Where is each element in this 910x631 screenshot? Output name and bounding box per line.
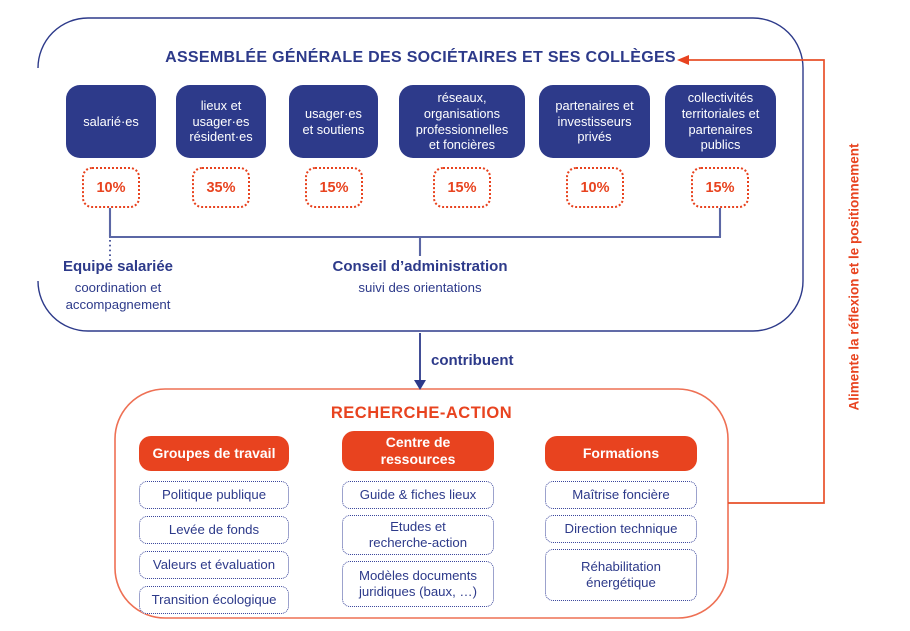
percent-badge-reseaux: 15% bbox=[433, 167, 491, 208]
colleges-connector-lines bbox=[108, 208, 722, 256]
item-modeles-documents-juridiques: Modèles documents juridiques (baux, …) bbox=[342, 561, 494, 607]
percent-badge-salaries: 10% bbox=[82, 167, 140, 208]
college-box-lieux-usagers: lieux et usager·es résident·es bbox=[176, 85, 266, 158]
college-box-salaries: salarié·es bbox=[66, 85, 156, 158]
college-box-partenaires-prives: partenaires et investisseurs privés bbox=[539, 85, 650, 158]
equipe-salariee-block: Equipe salariée coordination et accompag… bbox=[33, 258, 203, 313]
percent-badge-lieux-usagers: 35% bbox=[192, 167, 250, 208]
assembly-title: ASSEMBLÉE GÉNÉRALE DES SOCIÉTAIRES ET SE… bbox=[165, 49, 676, 66]
assembly-container-outline bbox=[37, 17, 804, 332]
contribuent-label: contribuent bbox=[431, 352, 514, 369]
percent-badge-partenaires-prives: 10% bbox=[566, 167, 624, 208]
item-direction-technique: Direction technique bbox=[545, 515, 697, 543]
college-box-reseaux: réseaux, organisations professionnelles … bbox=[399, 85, 525, 158]
feedback-loop-line bbox=[687, 59, 825, 504]
percent-badge-collectivites: 15% bbox=[691, 167, 749, 208]
college-box-collectivites: collectivités territoriales et partenair… bbox=[665, 85, 776, 158]
college-box-usagers-soutiens: usager·es et soutiens bbox=[289, 85, 378, 158]
contribuent-arrowhead bbox=[414, 380, 426, 390]
column-header-groupes-de-travail: Groupes de travail bbox=[139, 436, 289, 471]
item-politique-publique: Politique publique bbox=[139, 481, 289, 509]
item-maitrise-fonciere: Maîtrise foncière bbox=[545, 481, 697, 509]
percent-badge-usagers-soutiens: 15% bbox=[305, 167, 363, 208]
column-header-formations: Formations bbox=[545, 436, 697, 471]
item-levee-de-fonds: Levée de fonds bbox=[139, 516, 289, 544]
item-valeurs-evaluation: Valeurs et évaluation bbox=[139, 551, 289, 579]
recherche-action-title: RECHERCHE-ACTION bbox=[330, 404, 513, 422]
conseil-administration-subtitle: suivi des orientations bbox=[358, 279, 482, 295]
conseil-administration-title: Conseil d’administration bbox=[332, 258, 508, 275]
equipe-salariee-subtitle: coordination et accompagnement bbox=[65, 279, 171, 312]
equipe-salariee-title: Equipe salariée bbox=[62, 258, 174, 275]
item-guide-fiches-lieux: Guide & fiches lieux bbox=[342, 481, 494, 509]
item-transition-ecologique: Transition écologique bbox=[139, 586, 289, 614]
feedback-arrowhead bbox=[677, 55, 689, 65]
conseil-administration-block: Conseil d’administration suivi des orien… bbox=[310, 258, 530, 296]
column-header-centre-de-ressources: Centre de ressources bbox=[342, 431, 494, 471]
feedback-loop-label: Alimente la réflexion et le positionneme… bbox=[846, 143, 862, 411]
item-etudes-recherche-action: Etudes et recherche-action bbox=[342, 515, 494, 555]
item-rehabilitation-energetique: Réhabilitation énergétique bbox=[545, 549, 697, 601]
